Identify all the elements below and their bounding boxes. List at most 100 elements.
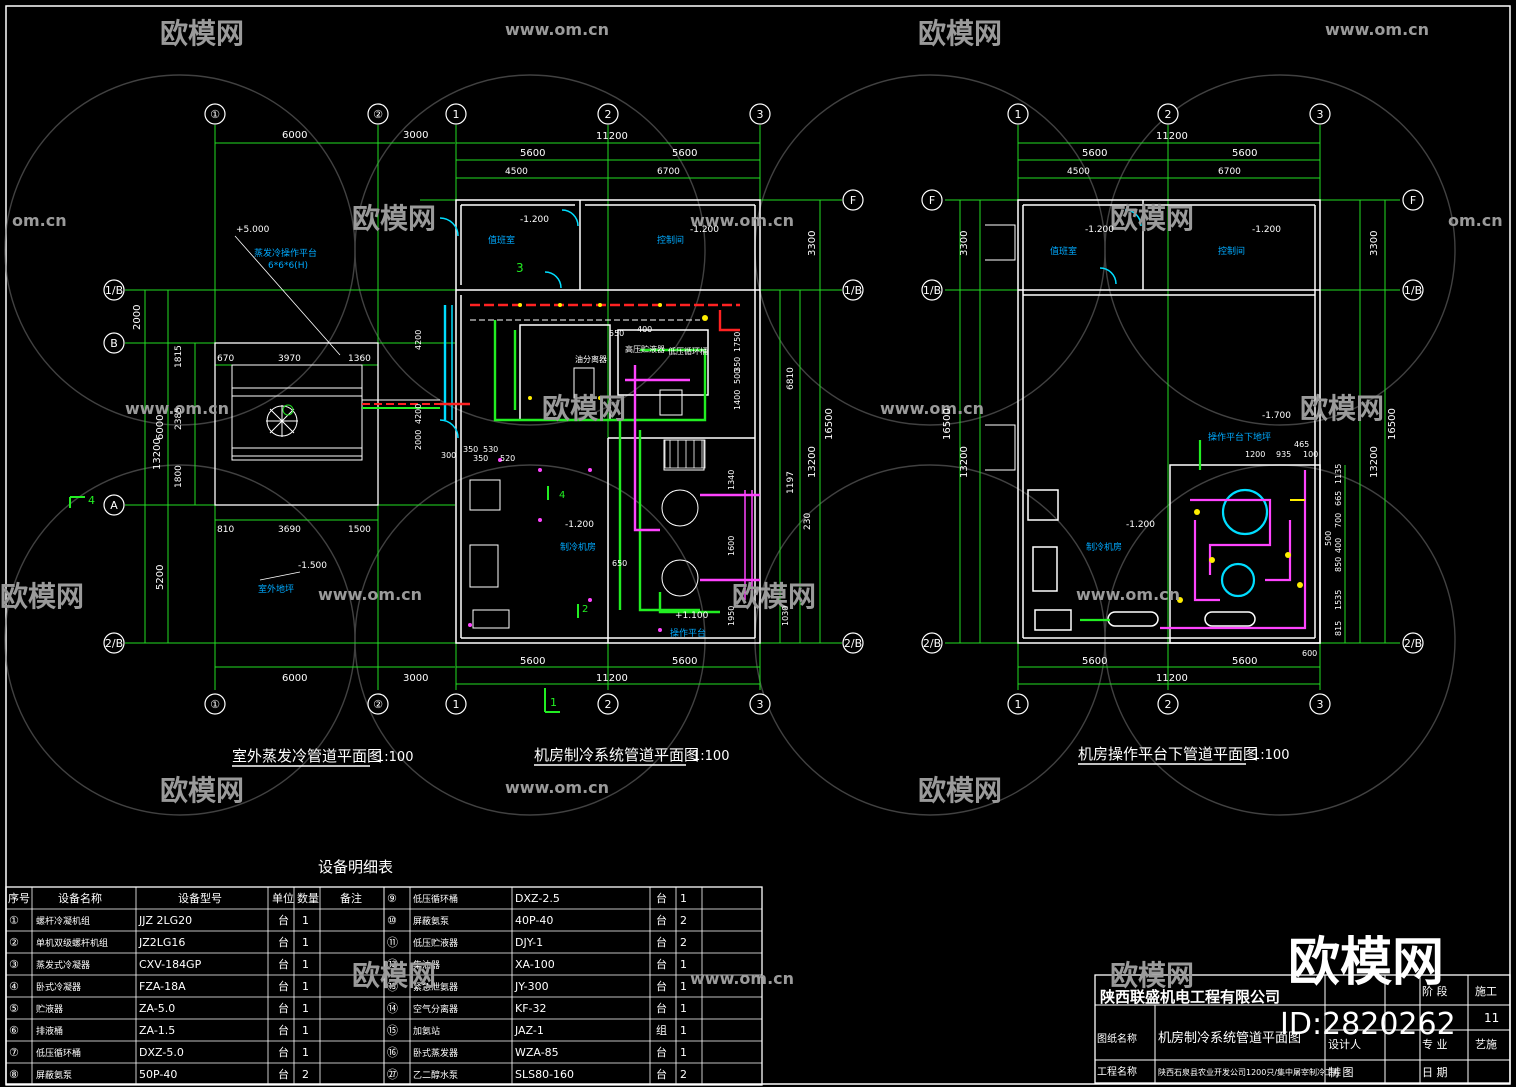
dim-text: 815 (1334, 621, 1343, 636)
dim-text: 6700 (657, 167, 680, 177)
dim-text: 11200 (1156, 673, 1188, 684)
dim-text: 520 (500, 454, 515, 463)
table-cell: 集油器 (413, 959, 440, 971)
watermark-brand: 欧模网 (1110, 959, 1194, 992)
axis-bubble-label: 3 (1317, 108, 1324, 121)
table-cell: 2 (680, 914, 687, 927)
drawing-border (5, 5, 1511, 1085)
table-cell: 1 (680, 958, 687, 971)
table-cell: ⑫ (387, 958, 398, 971)
axis-bubble-label: 1 (453, 698, 460, 711)
dim-text: 1950 (727, 606, 736, 626)
table-cell: 2 (680, 1068, 687, 1081)
table-cell: ③ (9, 958, 19, 971)
plan1-title: 室外蒸发冷管道平面图 (232, 747, 382, 765)
dim-text: 3300 (807, 231, 818, 256)
axis-bubble-label: 2/B (1404, 637, 1422, 650)
table-cell: 台 (656, 913, 667, 927)
dim-text: 350 (463, 445, 478, 454)
dim-text: 5600 (1082, 148, 1107, 159)
dim-text: 6000 (282, 673, 307, 684)
table-cell: ① (9, 914, 19, 927)
table-cell: 台 (656, 935, 667, 949)
table-title: 设备明细表 (318, 858, 393, 876)
axis-bubble-label: 3 (1317, 698, 1324, 711)
dim-text: 6810 (786, 367, 796, 390)
dim-text: 3690 (278, 525, 301, 535)
axis-bubble: ① (204, 693, 226, 715)
axis-bubble: F (921, 189, 943, 211)
equipment-label: 低压循环桶 (668, 346, 708, 356)
axis-bubble: ① (204, 103, 226, 125)
equipment-label: 油分离器 (575, 354, 607, 364)
dim-text: 1360 (348, 354, 371, 364)
dim-text: 11200 (596, 673, 628, 684)
axis-bubble-label: 2 (1165, 698, 1172, 711)
dim-text: 400 (637, 325, 652, 334)
dim-text: 5600 (1082, 656, 1107, 667)
table-cell: 1 (302, 1002, 309, 1015)
dim-text: 3000 (403, 673, 428, 684)
table-cell: 屏蔽氨泵 (413, 915, 449, 927)
watermark-url: www.om.cn (1076, 585, 1180, 604)
axis-bubble: 2/B (1402, 632, 1424, 654)
axis-bubble-label: F (929, 194, 935, 207)
dim-text: 4500 (1067, 167, 1090, 177)
watermark-brand: 欧模网 (542, 392, 626, 425)
axis-bubble: 2 (597, 103, 619, 125)
table-cell: 1 (302, 1046, 309, 1059)
axis-bubble: 3 (1309, 103, 1331, 125)
watermark-url: www.om.cn (1325, 20, 1429, 39)
plan3-title: 机房操作平台下管道平面图 (1078, 745, 1258, 763)
table-cell: ⑨ (387, 892, 397, 905)
axis-bubble: 1 (445, 693, 467, 715)
dim-text: 600 (1302, 649, 1317, 658)
plan3-scale: 1:100 (1252, 748, 1289, 763)
table-cell: 1 (302, 914, 309, 927)
axis-bubble-label: ① (210, 698, 220, 711)
axis-bubble-label: 3 (757, 698, 764, 711)
dim-text: 5600 (1232, 148, 1257, 159)
discipline-value: 艺施 (1475, 1038, 1497, 1051)
table-cell: ⑧ (9, 1068, 19, 1081)
dim-text: 16500 (942, 408, 953, 440)
elevation-text: -1.200 (565, 520, 594, 530)
axis-bubble-label: 2/B (105, 637, 123, 650)
watermark-brand: 欧模网 (160, 774, 244, 807)
table-cell: 1 (302, 980, 309, 993)
watermark-brand: 欧模网 (918, 17, 1002, 50)
watermark-layer (4, 74, 1456, 816)
project-label: 工程名称 (1097, 1065, 1137, 1078)
watermark-id: ID:2820262 (1280, 1007, 1456, 1042)
plan2-title: 机房制冷系统管道平面图 (534, 746, 699, 764)
dim-text: 530 (483, 445, 498, 454)
axis-bubble-label: 2 (605, 108, 612, 121)
section-mark-text: 1 (550, 696, 557, 709)
table-cell: 台 (278, 1023, 289, 1037)
dim-text: 13200 (1369, 446, 1380, 478)
dim-text: 665 (1334, 491, 1343, 506)
axis-bubble-label: F (1410, 194, 1416, 207)
table-cell: ㉗ (387, 1068, 398, 1081)
dim-text: 350 (733, 357, 742, 372)
axis-bubble-label: 1 (1015, 108, 1022, 121)
dim-text: 2000 (414, 430, 423, 450)
axis-bubble-label: 1/B (923, 284, 941, 297)
platform-size: 6*6*6(H) (268, 261, 308, 271)
axis-bubble-label: 2 (605, 698, 612, 711)
dim-text: 550 (609, 329, 624, 338)
watermark-brand: 欧模网 (732, 580, 816, 613)
section-mark-text: 4 (88, 494, 95, 507)
dim-text: 500 (733, 369, 742, 384)
plan-outdoor-evaporative-condenser (69, 125, 455, 690)
table-cell: ⑯ (387, 1046, 398, 1059)
title-block (1094, 974, 1511, 1084)
dim-text: 1340 (727, 470, 736, 490)
axis-bubble-label: 1/B (1404, 284, 1422, 297)
dim-text: 1800 (174, 465, 184, 488)
room-label: 值班室 (1050, 245, 1077, 257)
watermark-url: www.om.cn (690, 969, 794, 988)
axis-bubble: 2 (597, 693, 619, 715)
